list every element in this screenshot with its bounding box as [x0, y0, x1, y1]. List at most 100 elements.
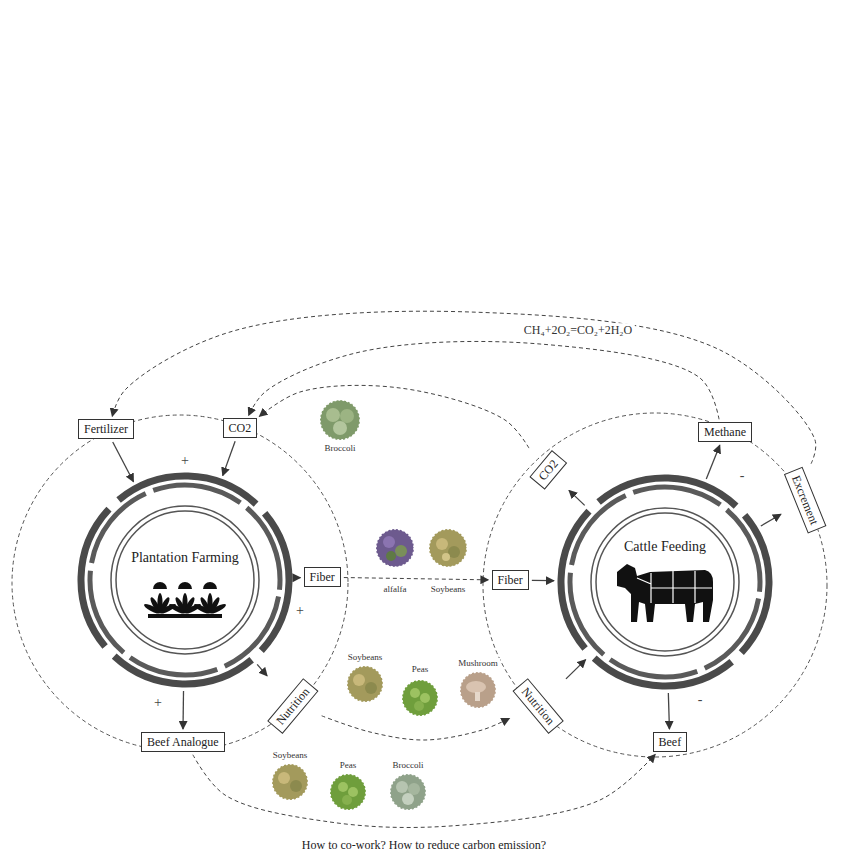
soybeans-photo — [365, 682, 377, 694]
broccoli-photo — [408, 783, 420, 795]
broccoli-photo — [402, 793, 414, 805]
soybeans-photo — [429, 529, 467, 567]
node-text: Beef Analogue — [147, 735, 219, 749]
image-label: Broccoli — [391, 760, 426, 771]
plant-icon — [193, 593, 227, 615]
peas-photo — [342, 795, 352, 805]
dashed-flow — [112, 311, 816, 464]
ring-segment — [116, 511, 254, 649]
image-label: Peas — [338, 760, 359, 771]
soybeans-photo — [429, 529, 467, 567]
flow-arrow — [566, 660, 586, 679]
alfalfa-photo — [376, 529, 414, 567]
dashed-flow — [322, 716, 510, 740]
mushroom-photo — [460, 672, 496, 708]
cow-icon — [617, 564, 713, 622]
caption: How to co-work? How to reduce carbon emi… — [302, 838, 546, 853]
ring-segment — [596, 513, 734, 651]
peas-photo — [402, 680, 438, 716]
soybeans-photo — [347, 666, 383, 702]
sign-label: + — [179, 453, 191, 469]
dashed-flow — [344, 578, 489, 580]
broccoli-photo — [390, 774, 426, 810]
flow-arrow — [257, 664, 267, 676]
sign-label: + — [152, 695, 164, 711]
circle-text-holder: Plantation Farming — [131, 550, 239, 566]
flow-arrow — [182, 691, 184, 729]
process-box: Fertilizer — [78, 419, 134, 439]
soybeans-photo — [290, 780, 302, 792]
broccoli-photo — [333, 421, 347, 435]
peas-photo — [402, 680, 438, 716]
process-box: CO2 — [223, 418, 258, 438]
node-text: CO2 — [229, 421, 252, 435]
flow-arrow — [296, 577, 301, 578]
image-label: Soybeans — [429, 584, 468, 595]
plant-icon — [203, 582, 217, 589]
process-box: Fiber — [304, 567, 341, 587]
node-text: Plantation Farming — [131, 550, 239, 566]
plant-icon — [148, 614, 222, 618]
node-text: Excrement — [789, 473, 822, 527]
mushroom-photo — [460, 672, 496, 708]
process-box: Nutrition — [267, 678, 319, 734]
mushroom-photo — [475, 692, 480, 701]
soybeans-photo — [429, 529, 467, 567]
image-label: Peas — [410, 664, 431, 675]
peas-photo — [330, 774, 366, 810]
peas-photo — [330, 774, 366, 810]
plant-icon — [143, 582, 227, 618]
flow-arrow — [113, 442, 134, 482]
node-text: Beef — [659, 735, 682, 749]
node-text: Methane — [704, 425, 746, 439]
broccoli-photo — [320, 400, 360, 440]
image-label: Mushroom — [456, 658, 500, 669]
peas-photo — [414, 701, 424, 711]
ring-segment — [555, 472, 775, 692]
peas-photo — [330, 774, 366, 810]
ring-segment — [75, 470, 295, 690]
soybeans-photo — [353, 674, 365, 686]
image-label: alfalfa — [382, 584, 409, 595]
soybeans-photo — [272, 764, 308, 800]
soybeans-photo — [272, 764, 308, 800]
flow-arrow — [223, 441, 235, 475]
broccoli-photo — [396, 781, 408, 793]
edge-label: CH₄+2O₂=CO₂+2H₂O — [521, 323, 635, 339]
ring-segment — [75, 470, 295, 690]
soybeans-photo — [278, 772, 290, 784]
alfalfa-photo — [395, 545, 407, 557]
broccoli-photo — [390, 774, 426, 810]
process-box: Beef — [653, 732, 688, 752]
alfalfa-photo — [383, 536, 395, 548]
alfalfa-photo — [376, 529, 414, 567]
ring-outline — [555, 472, 775, 692]
sign-label: + — [294, 603, 306, 619]
soybeans-photo — [442, 553, 450, 561]
mushroom-photo — [466, 681, 486, 693]
node-text: Nutrition — [273, 685, 312, 728]
node-text: Fiber — [310, 570, 335, 584]
plant-icon — [178, 582, 192, 589]
soybeans-photo — [347, 666, 383, 702]
image-label: Soybeans — [271, 750, 310, 761]
ring-segment — [111, 506, 259, 654]
dashed-flow — [193, 754, 655, 827]
peas-photo — [410, 688, 420, 698]
circle-text-holder: Cattle Feeding — [624, 539, 706, 555]
ring-outline — [75, 470, 295, 690]
soybeans-photo — [272, 764, 308, 800]
node-text: CO2 — [535, 457, 561, 484]
process-circle: Plantation Farming — [75, 470, 295, 690]
broccoli-photo — [320, 400, 360, 440]
sign-label: - — [738, 468, 747, 484]
broccoli-photo — [320, 400, 360, 440]
sign-label: - — [696, 692, 705, 708]
process-box: Fiber — [492, 570, 529, 590]
node-text: Fertilizer — [84, 422, 128, 436]
image-label: Broccoli — [323, 443, 358, 454]
process-circle: Cattle Feeding — [555, 472, 775, 692]
process-box: CO2 — [529, 450, 567, 490]
